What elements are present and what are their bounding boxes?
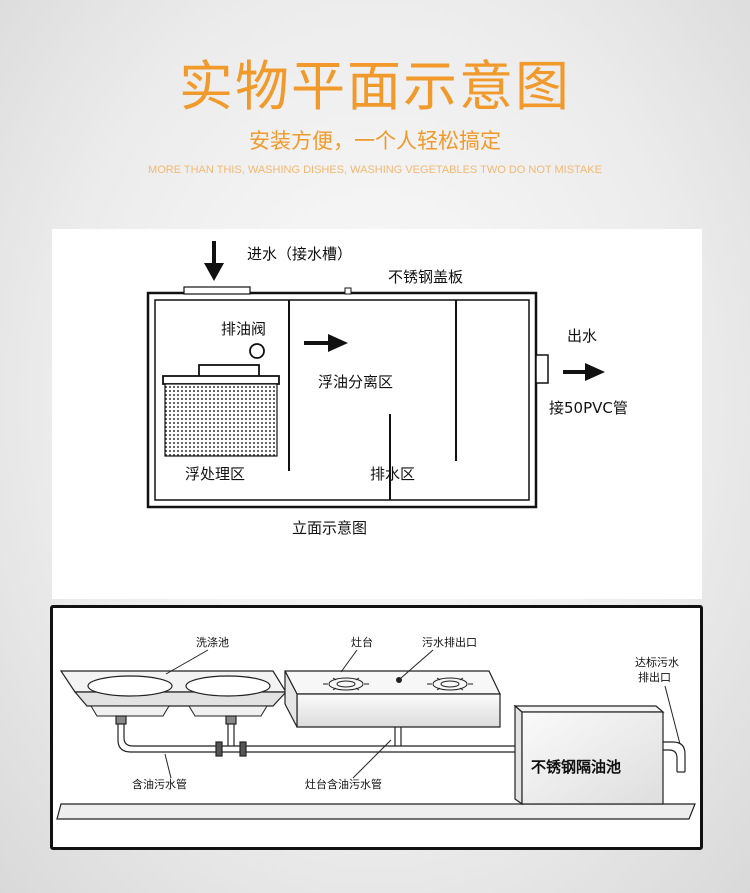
stove-pipe-leader [352,739,392,779]
floor-slab [56,803,696,820]
sink-basin-left [87,675,173,697]
water-out-label: 出水 [567,327,597,345]
float-basket [162,375,280,385]
discharge-label-line2: 排出口 [638,670,671,684]
outlet-arrow-icon [563,363,605,381]
page-title: 实物平面示意图 [179,55,571,118]
burner-left-icon [323,677,369,691]
pvc-label: 接50PVC管 [549,399,628,417]
stove-label: 灶台 [351,635,373,649]
oily-pipe-label: 含油污水管 [132,777,187,791]
oily-pipe-leader [164,753,172,779]
elevation-caption: 立面示意图 [292,519,367,537]
elevation-diagram: 进水（接水槽） 不锈钢盖板 排油阀 浮处理区 浮油分离区 排水区 [52,229,702,599]
sink-counter [59,670,288,707]
stove-outlet-label: 污水排出口 [422,635,477,649]
inlet-arrow-icon [204,241,224,281]
page-subtitle: 安装方便，一个人轻松搞定 [249,129,501,153]
sink-bowls [90,705,268,717]
stove-outlet-leader [400,649,434,679]
cover-joint [344,287,352,295]
burner-right-icon [427,677,473,691]
stove-outlet-dot [396,677,402,683]
stove [284,670,501,728]
stove-pipe [394,727,402,746]
stove-pipe-label: 灶台含油污水管 [305,777,382,791]
sink-leader [165,649,209,675]
outlet-fitting [535,354,549,384]
float-zone-label: 浮处理区 [185,465,245,483]
oily-pipe [115,715,515,757]
tank-body [146,291,538,509]
sink-label: 洗涤池 [196,635,229,649]
basket-mesh [164,383,278,457]
discharge-label-line1: 达标污水 [635,655,679,669]
partitions [288,300,457,500]
drain-zone-label: 排水区 [370,465,415,483]
water-in-label: 进水（接水槽） [247,245,352,263]
oil-valve-label: 排油阀 [221,320,266,338]
separation-zone-label: 浮油分离区 [318,373,393,391]
discharge-leader [664,685,681,745]
installation-diagram: 洗涤池 含油污水管 [50,605,703,850]
tank-label: 不锈钢隔油池 [531,758,621,776]
cover-label: 不锈钢盖板 [388,268,463,286]
sink-basin-right [185,675,271,697]
grease-tank [513,704,665,806]
flow-arrow-icon [304,334,348,352]
oil-valve-icon [249,343,265,359]
inlet-opening [183,286,251,295]
elevation-svg: 进水（接水槽） 不锈钢盖板 排油阀 浮处理区 浮油分离区 排水区 [146,241,628,537]
stove-leader [340,649,358,673]
installation-svg: 洗涤池 含油污水管 [56,635,696,820]
page-caption: MORE THAN THIS, WASHING DISHES, WASHING … [148,164,602,176]
discharge-pipe [663,741,686,773]
